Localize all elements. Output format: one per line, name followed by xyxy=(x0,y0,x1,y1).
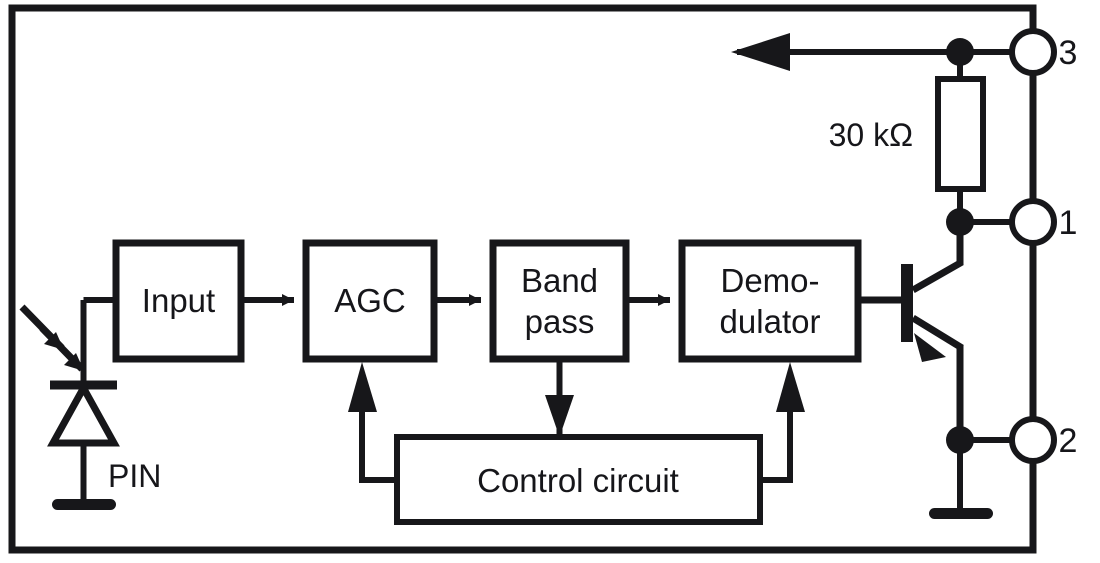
supply-arrow-icon xyxy=(731,33,790,71)
block-input[interactable] xyxy=(112,239,245,363)
block-agc[interactable] xyxy=(302,239,438,363)
pin-terminal-2[interactable] xyxy=(1009,416,1057,464)
block-input-label: Input xyxy=(142,282,215,319)
ground-symbol-diode xyxy=(52,499,116,510)
resistor-body xyxy=(935,76,986,192)
light-ray-icon xyxy=(19,304,85,372)
ground-symbol-emitter xyxy=(929,508,993,519)
resistor-symbol xyxy=(935,52,986,222)
link-control-agc xyxy=(359,382,397,483)
pin-label-3: 3 xyxy=(1059,34,1078,72)
block-demodulator-label-line1: Demo- xyxy=(720,262,819,299)
block-control-circuit-label: Control circuit xyxy=(477,462,679,499)
block-bandpass-label-line2: pass xyxy=(525,303,595,340)
arrowhead-up-agc xyxy=(348,362,377,412)
block-agc-label: AGC xyxy=(334,282,406,319)
transistor-emitter-arrow xyxy=(914,333,946,362)
pin-label-1: 1 xyxy=(1059,204,1078,242)
pin-diode-label: PIN xyxy=(108,458,161,494)
transistor-emitter-lead xyxy=(911,315,964,351)
block-demodulator[interactable] xyxy=(678,239,862,363)
arrowhead-down-control xyxy=(545,395,574,437)
link-control-demodulator xyxy=(760,382,793,483)
block-bandpass[interactable] xyxy=(489,239,630,363)
resistor-value-label: 30 kΩ xyxy=(829,117,913,153)
pin-label-2: 2 xyxy=(1059,422,1078,460)
pin-terminal-3[interactable] xyxy=(1009,28,1057,76)
block-demodulator-label-line2: dulator xyxy=(720,303,821,340)
pin-photodiode-symbol xyxy=(47,297,120,510)
transistor-collector-lead xyxy=(911,258,964,294)
arrowhead-up-demodulator xyxy=(776,362,805,412)
npn-transistor-symbol xyxy=(858,222,993,519)
pin-terminal-1[interactable] xyxy=(1009,198,1057,246)
block-bandpass-label-line1: Band xyxy=(521,262,598,299)
transistor-base-bar xyxy=(901,264,913,342)
